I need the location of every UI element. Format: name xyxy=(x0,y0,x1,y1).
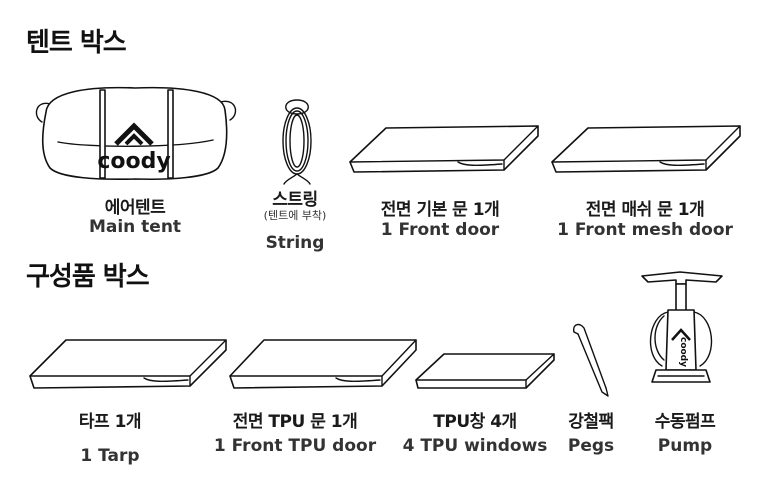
tpu-door-label-ko: 전면 TPU 문 1개 xyxy=(232,412,358,432)
pegs-label-en: Pegs xyxy=(567,436,615,456)
tent-bag-illustration: coody xyxy=(35,86,237,181)
tpu-windows-illustration xyxy=(415,353,555,389)
string-label-en: String xyxy=(265,233,325,253)
tpu-door-label-en: 1 Front TPU door xyxy=(213,436,377,456)
tarp-illustration xyxy=(29,339,227,389)
tpu-windows-label-en: 4 TPU windows xyxy=(402,436,548,456)
components-box-title: 구성품 박스 xyxy=(26,262,150,292)
pump-brand: coody xyxy=(678,337,688,367)
front-door-illustration xyxy=(349,125,539,173)
mesh-door-label-ko: 전면 매쉬 문 1개 xyxy=(585,200,705,220)
tent-bag-brand: coody xyxy=(97,149,170,174)
string-coil-illustration xyxy=(282,99,312,185)
main-tent-label-ko: 에어텐트 xyxy=(104,198,166,218)
mesh-door-illustration xyxy=(551,125,741,173)
pump-label-en: Pump xyxy=(657,436,713,456)
tpu-windows-label-ko: TPU창 4개 xyxy=(433,412,517,432)
front-door-label-en: 1 Front door xyxy=(380,220,500,240)
front-door-label-ko: 전면 기본 문 1개 xyxy=(380,200,500,220)
tent-box-title: 텐트 박스 xyxy=(26,28,127,58)
tpu-door-illustration xyxy=(229,339,417,389)
main-tent-label-en: Main tent xyxy=(88,217,182,237)
string-note: (텐트에 부착) xyxy=(263,209,327,222)
tarp-label-ko: 타프 1개 xyxy=(78,412,142,432)
peg-illustration xyxy=(572,323,609,397)
pump-illustration: coody xyxy=(641,271,723,383)
string-label-ko: 스트링 xyxy=(272,190,318,210)
pegs-label-ko: 강철팩 xyxy=(568,412,614,432)
pump-label-ko: 수동펌프 xyxy=(654,412,716,432)
tarp-label-en: 1 Tarp xyxy=(80,446,140,466)
mesh-door-label-en: 1 Front mesh door xyxy=(557,220,733,240)
